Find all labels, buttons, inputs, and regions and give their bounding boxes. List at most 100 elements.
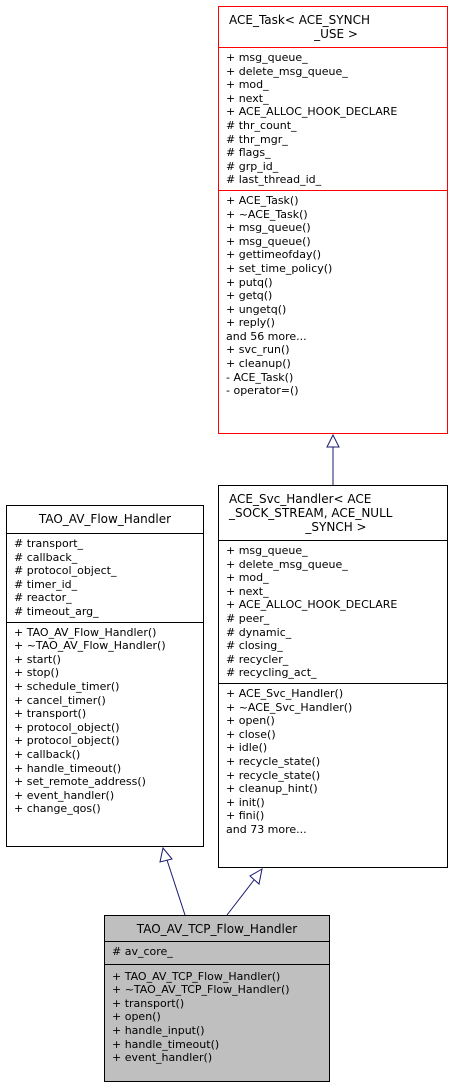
attribute: # peer_ [226,611,270,625]
attribute-section: # transport_ # callback_ # protocol_obje… [7,533,203,622]
method-section: + TAO_AV_Flow_Handler() + ~TAO_AV_Flow_H… [7,621,203,819]
method: + idle() [226,741,268,755]
class-ace-svc-handler[interactable]: ACE_Svc_Handler< ACE _SOCK_STREAM, ACE_N… [218,485,448,868]
attribute: # flags_ [226,146,271,160]
method: + recycle_state() [226,768,321,782]
attribute: # av_core_ [112,945,173,958]
attribute-section: + msg_queue_ + delete_msg_queue_ + mod_ … [219,540,447,683]
attribute: # timer_id_ [14,577,78,591]
attribute: # dynamic_ [226,625,292,639]
attribute: # closing_ [226,639,283,653]
class-tao-av-tcp-flow-handler[interactable]: TAO_AV_TCP_Flow_Handler # av_core_ + TAO… [104,915,330,1082]
class-title: ACE_Svc_Handler< ACE _SOCK_STREAM, ACE_N… [219,486,447,538]
method: + event_handler() [14,788,115,802]
method: + protocol_object() [14,734,120,748]
class-tao-av-flow-handler[interactable]: TAO_AV_Flow_Handler # transport_ # callb… [6,505,204,847]
attribute: # thr_count_ [226,118,297,132]
title-line: ACE_Svc_Handler< ACE [229,492,372,506]
attribute: + ACE_ALLOC_HOOK_DECLARE [226,598,398,612]
method: + handle_timeout() [112,1037,220,1051]
method: - ACE_Task() [226,370,294,384]
method: + ACE_Svc_Handler() [226,686,344,700]
attribute: + msg_queue_ [226,51,308,64]
class-title: TAO_AV_TCP_Flow_Handler [105,916,329,941]
method: + putq() [226,275,273,289]
inheritance-edge [166,859,186,916]
more-link[interactable]: and 73 more... [226,822,307,836]
attribute: + msg_queue_ [226,544,308,557]
method: + TAO_AV_TCP_Flow_Handler() [112,969,281,983]
attribute: # last_thread_id_ [226,173,322,187]
attribute: # thr_mgr_ [226,132,288,146]
attribute: # callback_ [14,550,78,564]
title-line: TAO_AV_Flow_Handler [38,512,172,526]
title-line: ACE_Task< ACE_SYNCH [229,13,371,27]
attribute: + next_ [226,584,269,598]
attribute-section: # av_core_ [105,941,329,964]
method: + change_qos() [14,802,101,816]
method: + recycle_state() [226,754,321,768]
method: + protocol_object() [14,720,120,734]
attribute: # timeout_arg_ [14,604,99,618]
attribute: + delete_msg_queue_ [226,557,348,571]
method: + transport() [14,707,87,721]
method: + open() [112,1010,161,1024]
method-section: + ACE_Svc_Handler() + ~ACE_Svc_Handler()… [219,682,447,840]
method: + transport() [112,996,185,1010]
method: + msg_queue() [226,234,311,248]
attribute-section: + msg_queue_ + delete_msg_queue_ + mod_ … [219,47,447,190]
method: + handle_input() [112,1023,205,1037]
inheritance-edge [226,879,255,916]
method: + ~ACE_Svc_Handler() [226,700,353,714]
method: - operator=() [226,384,299,398]
method: + stop() [14,666,60,680]
method-section: + TAO_AV_TCP_Flow_Handler() + ~TAO_AV_TC… [105,963,329,1068]
attribute: # recycling_act_ [226,666,317,680]
method: + ACE_Task() [226,193,299,207]
method: + callback() [14,747,81,761]
title-line: _SOCK_STREAM, ACE_NULL [229,506,393,520]
method: + msg_queue() [226,221,311,235]
attribute: + ACE_ALLOC_HOOK_DECLARE [226,105,398,119]
method: + init() [226,795,265,809]
class-title: TAO_AV_Flow_Handler [7,506,203,533]
method: + getq() [226,289,273,303]
method: + close() [226,727,276,741]
inheritance-arrowhead [326,433,340,448]
attribute: + next_ [226,91,269,105]
method: + cleanup_hint() [226,782,318,796]
attribute: + mod_ [226,571,269,585]
more-link[interactable]: and 56 more... [226,329,307,343]
attribute: + mod_ [226,78,269,92]
method: + reply() [226,316,275,330]
attribute: # protocol_object_ [14,564,117,578]
method: + handle_timeout() [14,761,122,775]
method: + ~TAO_AV_TCP_Flow_Handler() [112,983,290,997]
method: + gettimeofday() [226,248,322,262]
method: + set_time_policy() [226,261,333,275]
class-ace-task[interactable]: ACE_Task< ACE_SYNCH _USE > + msg_queue_ … [218,6,448,434]
attribute: # grp_id_ [226,159,279,173]
method: + ~TAO_AV_Flow_Handler() [14,639,166,653]
inheritance-arrowhead [249,868,263,885]
attribute: # reactor_ [14,591,72,605]
method: + fini() [226,809,265,823]
attribute: # transport_ [14,537,84,550]
attribute: # recycler_ [226,652,289,666]
method: + cancel_timer() [14,693,106,707]
method: + ~ACE_Task() [226,207,308,221]
method-section: + ACE_Task() + ~ACE_Task() + msg_queue()… [219,189,447,401]
attribute: + delete_msg_queue_ [226,64,348,78]
method: + TAO_AV_Flow_Handler() [14,625,157,639]
class-title: ACE_Task< ACE_SYNCH _USE > [219,7,447,45]
method: + set_remote_address() [14,775,146,789]
method: + schedule_timer() [14,679,120,693]
title-line: TAO_AV_TCP_Flow_Handler [136,922,298,936]
title-line: _USE > [314,27,358,41]
method: + svc_run() [226,343,290,357]
title-line: _SYNCH > [305,520,367,534]
method: + ungetq() [226,302,287,316]
inheritance-arrowhead [159,846,173,863]
method: + start() [14,652,61,666]
